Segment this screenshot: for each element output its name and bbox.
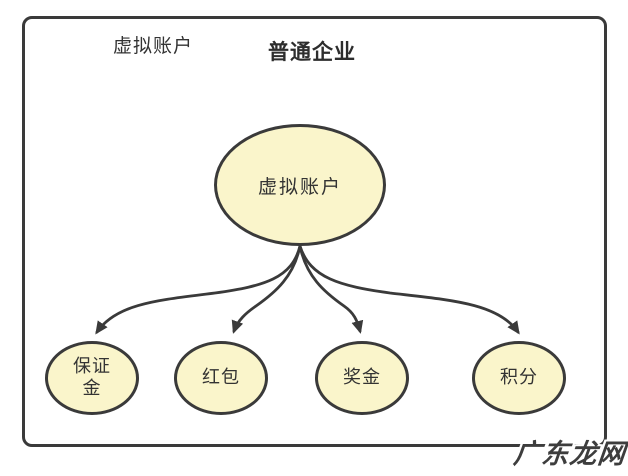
node-bonus-label: 奖金 xyxy=(343,367,381,388)
node-deposit-label: 保证金 xyxy=(73,356,111,398)
node-virtual-account: 虚拟账户 xyxy=(214,124,386,246)
watermark-text: 广东龙网 xyxy=(512,439,628,470)
node-red-packet: 红包 xyxy=(174,341,268,415)
account-type-label: 虚拟账户 xyxy=(113,36,194,57)
node-virtual-account-label: 虚拟账户 xyxy=(257,176,342,198)
node-deposit: 保证金 xyxy=(45,341,139,415)
page-title: 普通企业 xyxy=(268,41,356,64)
node-points: 积分 xyxy=(472,341,566,415)
node-red-packet-label: 红包 xyxy=(202,367,240,388)
node-bonus: 奖金 xyxy=(315,341,409,415)
node-points-label: 积分 xyxy=(500,367,538,388)
